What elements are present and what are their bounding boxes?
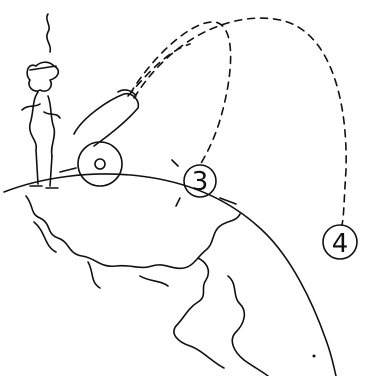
person-torso-right [48,96,54,156]
person-arms [22,104,60,118]
marker-4: 4 [323,225,357,259]
trajectory-short [128,44,190,96]
person-figure [22,14,60,188]
cannon-trail [60,168,76,172]
hat-brim [30,66,56,70]
smoke-wisp [47,14,50,52]
marker-4-label: 4 [332,229,349,259]
coast-line [34,222,168,288]
earth-horizon [4,174,336,376]
stray-dot [313,355,316,358]
continent-outline-south [228,276,268,376]
marker-3-label: 3 [192,167,209,197]
continent-outline [26,196,240,268]
cannon [60,90,138,186]
person-feet [30,186,58,188]
trajectory-to-3 [130,22,231,165]
continent-outline-lower [174,258,224,368]
cannon-hub [95,159,105,169]
person-torso-left [30,92,38,150]
cannon-barrel [74,94,138,146]
cannon-wheel [78,142,122,186]
marker-3: 3 [172,160,236,206]
